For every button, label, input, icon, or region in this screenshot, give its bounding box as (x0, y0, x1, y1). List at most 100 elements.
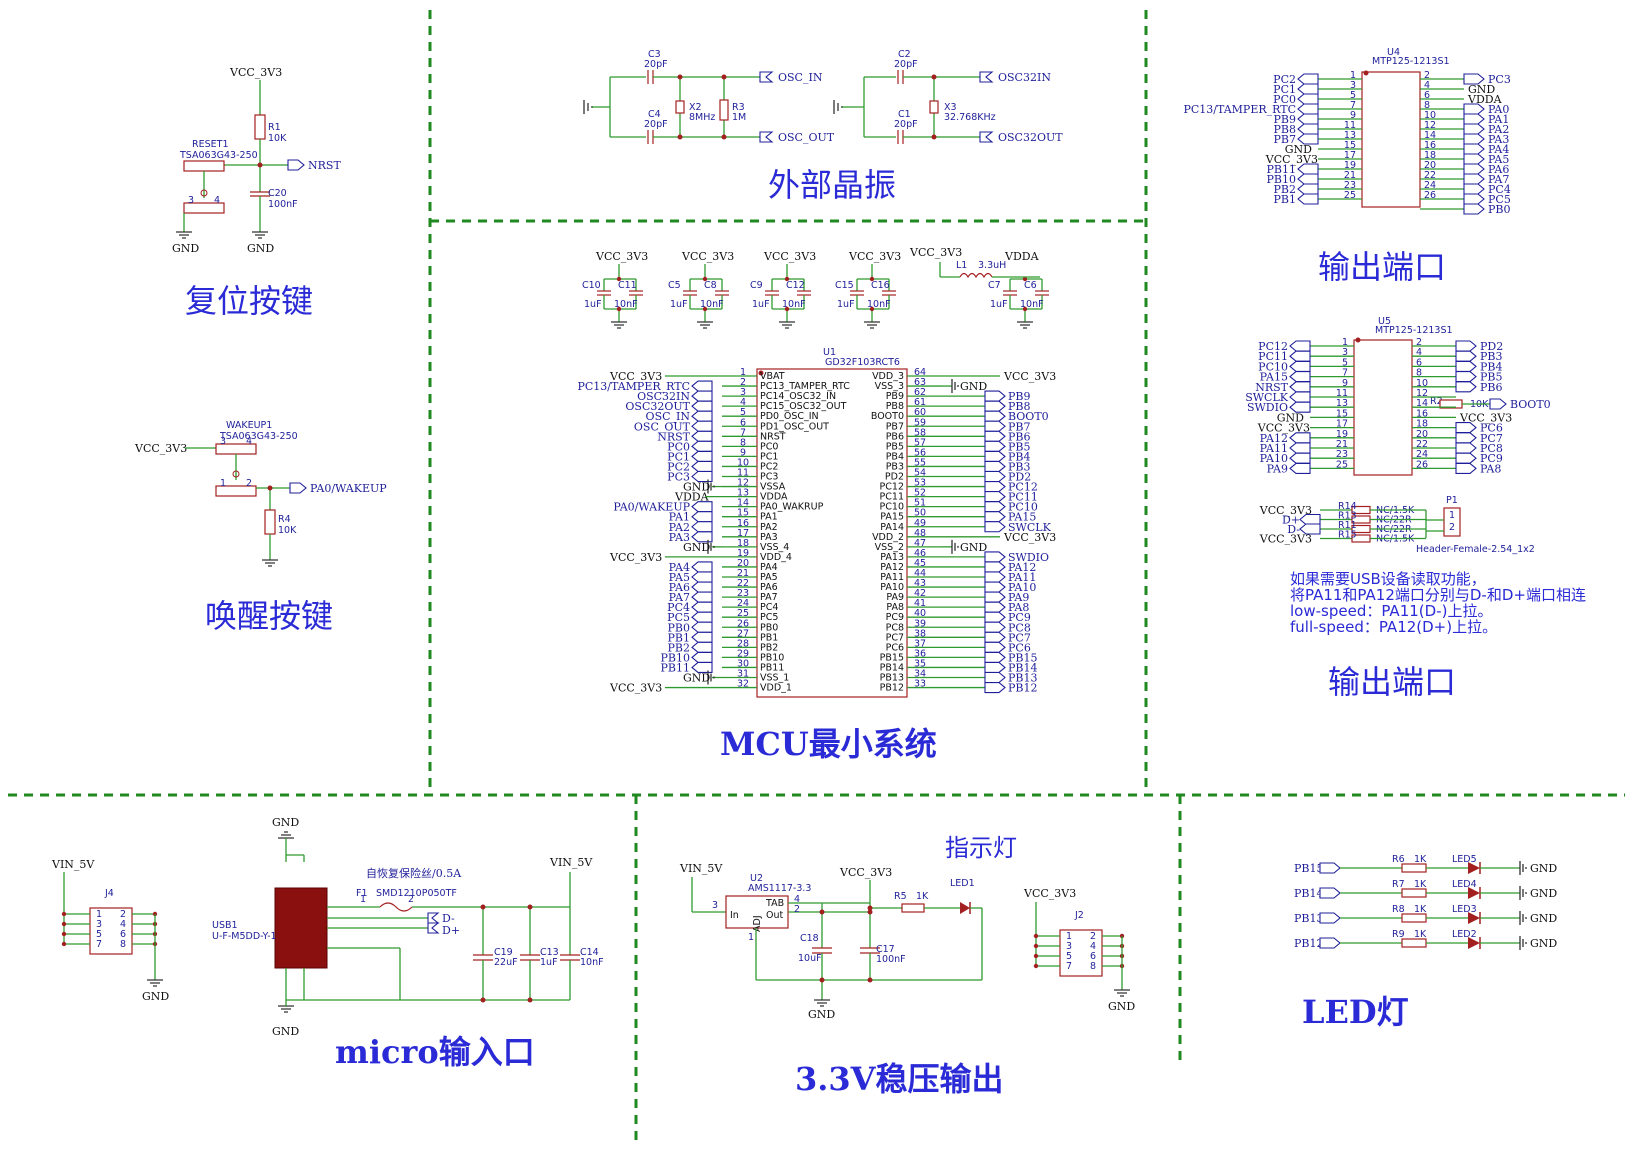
u1-net-label: PA8 (1008, 601, 1029, 614)
header-gnd-label: GND (1277, 411, 1304, 424)
gnd-symbol (1114, 989, 1130, 997)
header-left-port (1289, 371, 1311, 383)
usb-resistor-name: R15 (1338, 530, 1357, 541)
u1-pin-number: 44 (914, 568, 926, 579)
svg-text:1: 1 (1449, 510, 1455, 521)
reset1-switch-bottom (183, 202, 225, 214)
l1-inductor: VCC_3V3 VDDA L1 3.3uH (909, 246, 1040, 279)
u1-pin-name: PB10 (760, 652, 784, 663)
led-gnd-label: GND (1530, 887, 1557, 900)
svg-text:R1: R1 (268, 122, 281, 133)
u1-left-port (691, 420, 713, 432)
header-right-port (1463, 163, 1485, 175)
header-right-port (1463, 183, 1485, 195)
u1-pin-name: VBAT (760, 371, 785, 382)
header-pin-number: 8 (1090, 961, 1096, 972)
led-name: LED3 (1452, 904, 1477, 915)
header-pin-number: 2 (1090, 931, 1096, 942)
u1-net-label: PA2 (669, 521, 690, 534)
svg-text:1uF: 1uF (540, 957, 558, 968)
decap-small-name: C12 (786, 280, 805, 291)
u1-pin-name: PB6 (886, 431, 904, 442)
u1-pin-name: PB1 (760, 632, 778, 643)
decap-small-value: 10nF (782, 299, 806, 310)
u1-net-label: PB14 (1008, 661, 1037, 674)
u1-pin-name: NRST (760, 431, 786, 442)
svg-text:X3: X3 (944, 102, 957, 113)
osc-out-port (759, 131, 774, 143)
u1-pin-name: PA0_WAKRUP (760, 502, 824, 513)
gnd-symbol (1519, 936, 1527, 950)
u1-pin-number: 56 (914, 447, 926, 458)
u1-left-port (691, 450, 713, 462)
u1-pin-number: 28 (737, 638, 749, 649)
header-net-label: PA1 (1488, 113, 1509, 126)
u1-pin-name: PC3 (760, 472, 778, 483)
u1-pin-name: PC0 (760, 441, 778, 452)
u1-pin-name: PB9 (886, 391, 904, 402)
header-left-port (1289, 462, 1311, 474)
u1-pin-name: VDD_1 (760, 683, 792, 694)
svg-text:4: 4 (794, 894, 800, 905)
header-right-port (1455, 350, 1477, 362)
header-right-port (1463, 143, 1485, 155)
pa0-wakeup-port (289, 482, 307, 494)
header-right-port (1463, 133, 1485, 145)
wakeup1-switch-bottom (215, 485, 257, 497)
decap-small-name: C16 (871, 280, 890, 291)
u1-pin-number: 55 (914, 457, 926, 468)
header-pin-number: 6 (1090, 951, 1096, 962)
svg-text:WAKEUP1: WAKEUP1 (226, 420, 272, 431)
header-pin-number: 6 (1416, 357, 1422, 368)
u1-pin-number: 39 (914, 618, 926, 629)
svg-text:32.768KHz: 32.768KHz (944, 112, 996, 123)
u1-pin-name: PA9 (886, 592, 904, 603)
header-right-port (1463, 103, 1485, 115)
svg-text:MTP125-1213S1: MTP125-1213S1 (1372, 56, 1450, 67)
wakeup-title: 唤醒按键 (205, 597, 333, 635)
svg-text:1K: 1K (916, 891, 929, 902)
gnd-symbol (707, 539, 715, 554)
header-pin-number: 4 (120, 919, 126, 930)
u1-net-label: PA6 (669, 581, 690, 594)
u1-pin-number: 17 (737, 528, 749, 539)
header-net-label: PB10 (1267, 173, 1296, 186)
header-pin-number: 19 (1336, 429, 1348, 440)
u1-pin-number: 32 (737, 679, 749, 690)
dp-port (427, 922, 440, 934)
u1-pin-name: PC1 (760, 451, 778, 462)
u1-pin-number: 49 (914, 518, 926, 529)
header-left-port (1289, 340, 1311, 352)
header-pin-number: 7 (1342, 368, 1348, 379)
header-pin-number: 22 (1424, 170, 1436, 181)
svg-text:NRST: NRST (308, 159, 341, 172)
u1-net-label: OSC_OUT (634, 420, 691, 433)
header-left-port (1297, 83, 1319, 95)
svg-text:10nF: 10nF (580, 957, 604, 968)
j2-body (1059, 929, 1103, 977)
header-pin-number: 8 (1424, 100, 1430, 111)
u1-pin-name: PB8 (886, 401, 904, 412)
svg-text:C18: C18 (800, 933, 819, 944)
header-pin-number: 26 (1424, 190, 1436, 201)
header-pin-number: 7 (1066, 961, 1072, 972)
gnd-symbol (262, 559, 278, 567)
led-net-label: PB15 (1294, 862, 1323, 875)
u1-pin-number: 9 (740, 447, 746, 458)
usb1-connector (274, 887, 328, 969)
header-power-label: GND (1468, 83, 1495, 96)
decap-vcc-label: VCC_3V3 (595, 250, 648, 263)
u1-pin-name: PA13 (880, 552, 904, 563)
decap-big-name: C5 (668, 280, 681, 291)
osc32out-port (979, 131, 994, 143)
svg-text:U2: U2 (750, 873, 763, 884)
u1-pin-name: PA8 (886, 602, 904, 613)
decap-small-name: C11 (618, 280, 637, 291)
header-right-port (1455, 381, 1477, 393)
led-resistor-value: 1K (1414, 854, 1427, 865)
u1-pin-number: 20 (737, 558, 749, 569)
output1-title: 输出端口 (1318, 248, 1446, 286)
u1-net-label: PC10 (1008, 501, 1038, 514)
header-net-label: PB9 (1274, 113, 1296, 126)
